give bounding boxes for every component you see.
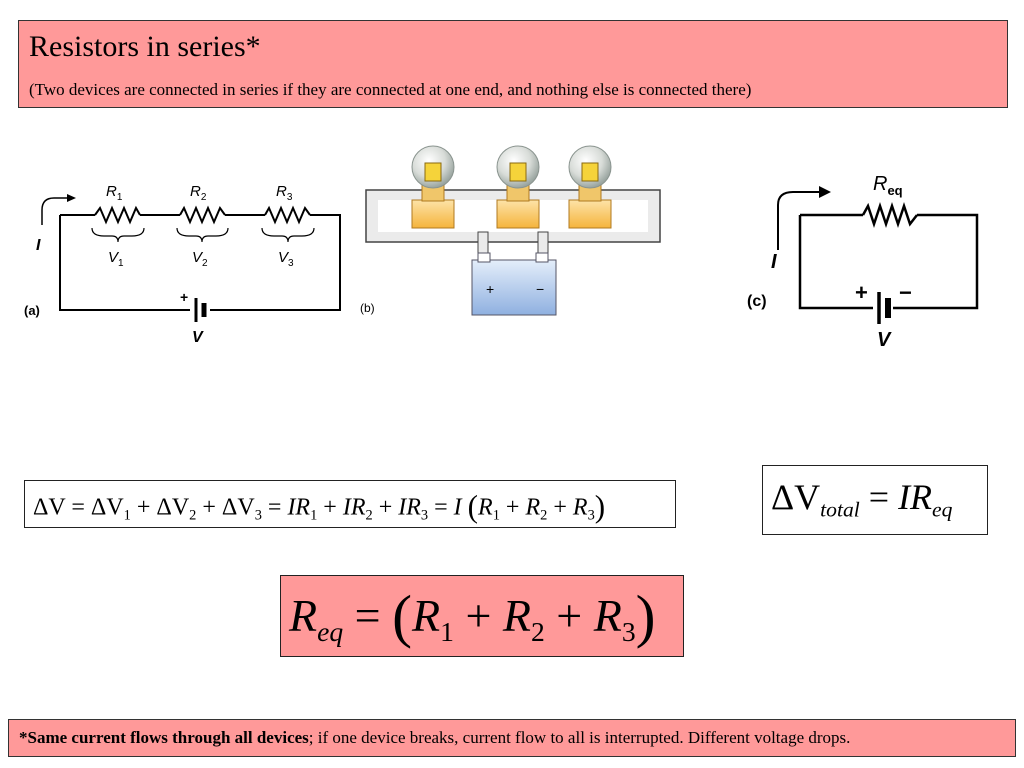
v2-subscript: 2 xyxy=(202,258,208,269)
req-label: R xyxy=(873,173,887,195)
bulb-2 xyxy=(496,145,540,229)
current-i-label-c: I xyxy=(771,251,777,273)
voltage-brace-v3 xyxy=(261,227,315,243)
panel-label-b: (b) xyxy=(360,301,375,315)
r2-subscript: 2 xyxy=(201,192,207,203)
panel-label-a: (a) xyxy=(24,303,40,318)
slide-title: Resistors in series* xyxy=(29,30,261,63)
req-subscript: eq xyxy=(887,183,902,198)
footnote-text: ; if one device breaks, current flow to … xyxy=(308,728,851,747)
bulb-1 xyxy=(411,145,455,229)
resistor-r2 xyxy=(179,205,226,225)
slide-subtitle: (Two devices are connected in series if … xyxy=(29,80,752,99)
v3-subscript: 3 xyxy=(288,258,294,269)
current-arrow xyxy=(41,197,72,225)
equation-voltage-sum: ΔV = ΔV1 + ΔV2 + ΔV3 = IR1 + IR2 + IR3 =… xyxy=(33,489,606,524)
v2-label: V xyxy=(192,249,204,266)
current-arrow-head xyxy=(67,194,76,202)
r1-label: R xyxy=(106,183,117,200)
resistor-req xyxy=(861,202,918,228)
resistor-r3 xyxy=(264,205,311,225)
battery-minus-c: − xyxy=(899,280,912,305)
r1-subscript: 1 xyxy=(117,192,123,203)
equation-total-voltage-box: ΔVtotal = IReq xyxy=(762,465,988,535)
panel-label-c: (c) xyxy=(747,293,767,310)
battery-plus: + xyxy=(486,281,494,297)
circuit-a-wire xyxy=(59,214,341,311)
svg-text:R2: R2 xyxy=(190,183,207,203)
circuit-a-diagram: + V I (a) R1 R2 R3 V1 V2 V3 xyxy=(24,183,341,346)
r3-label: R xyxy=(276,183,287,200)
footnote-box: *Same current flows through all devices;… xyxy=(8,719,1016,757)
v1-subscript: 1 xyxy=(118,258,124,269)
svg-text:R1: R1 xyxy=(106,183,123,203)
bulb-3 xyxy=(568,145,612,229)
equation-total-voltage: ΔVtotal = IReq xyxy=(771,477,953,522)
r2-label: R xyxy=(190,183,201,200)
circuit-b-diagram: + − (b) xyxy=(360,145,661,316)
circuit-c-wire xyxy=(798,213,979,310)
voltage-brace-v1 xyxy=(91,227,145,243)
equation-voltage-sum-box: ΔV = ΔV1 + ΔV2 + ΔV3 = IR1 + IR2 + IR3 =… xyxy=(24,480,676,528)
svg-text:R3: R3 xyxy=(276,183,293,203)
current-arrow-head-c xyxy=(819,186,831,198)
v3-label: V xyxy=(278,249,290,266)
r3-subscript: 3 xyxy=(287,192,293,203)
svg-text:Req: Req xyxy=(873,173,903,198)
battery-minus: − xyxy=(536,281,544,297)
equation-req-box: Req = (R1 + R2 + R3) xyxy=(280,575,684,657)
current-arrow-c xyxy=(777,191,823,250)
resistor-r1 xyxy=(94,205,141,225)
battery-terminal-right xyxy=(535,252,549,263)
svg-text:V2: V2 xyxy=(192,249,208,269)
battery-body xyxy=(471,259,557,316)
battery-terminal-left xyxy=(477,252,491,263)
equation-req: Req = (R1 + R2 + R3) xyxy=(289,583,656,649)
battery-v-label-c: V xyxy=(877,329,892,351)
battery-v-label: V xyxy=(192,329,204,346)
title-box: Resistors in series* (Two devices are co… xyxy=(18,20,1008,108)
battery-plus-sign: + xyxy=(180,289,188,305)
current-i-label: I xyxy=(36,237,41,254)
v1-label: V xyxy=(108,249,120,266)
svg-text:V3: V3 xyxy=(278,249,294,269)
battery-plus-c: + xyxy=(855,280,868,305)
voltage-brace-v2 xyxy=(176,227,229,243)
svg-text:V1: V1 xyxy=(108,249,124,269)
footnote-bold: *Same current flows through all devices xyxy=(19,728,309,747)
circuit-c-diagram: + − V I (c) Req xyxy=(747,173,979,351)
